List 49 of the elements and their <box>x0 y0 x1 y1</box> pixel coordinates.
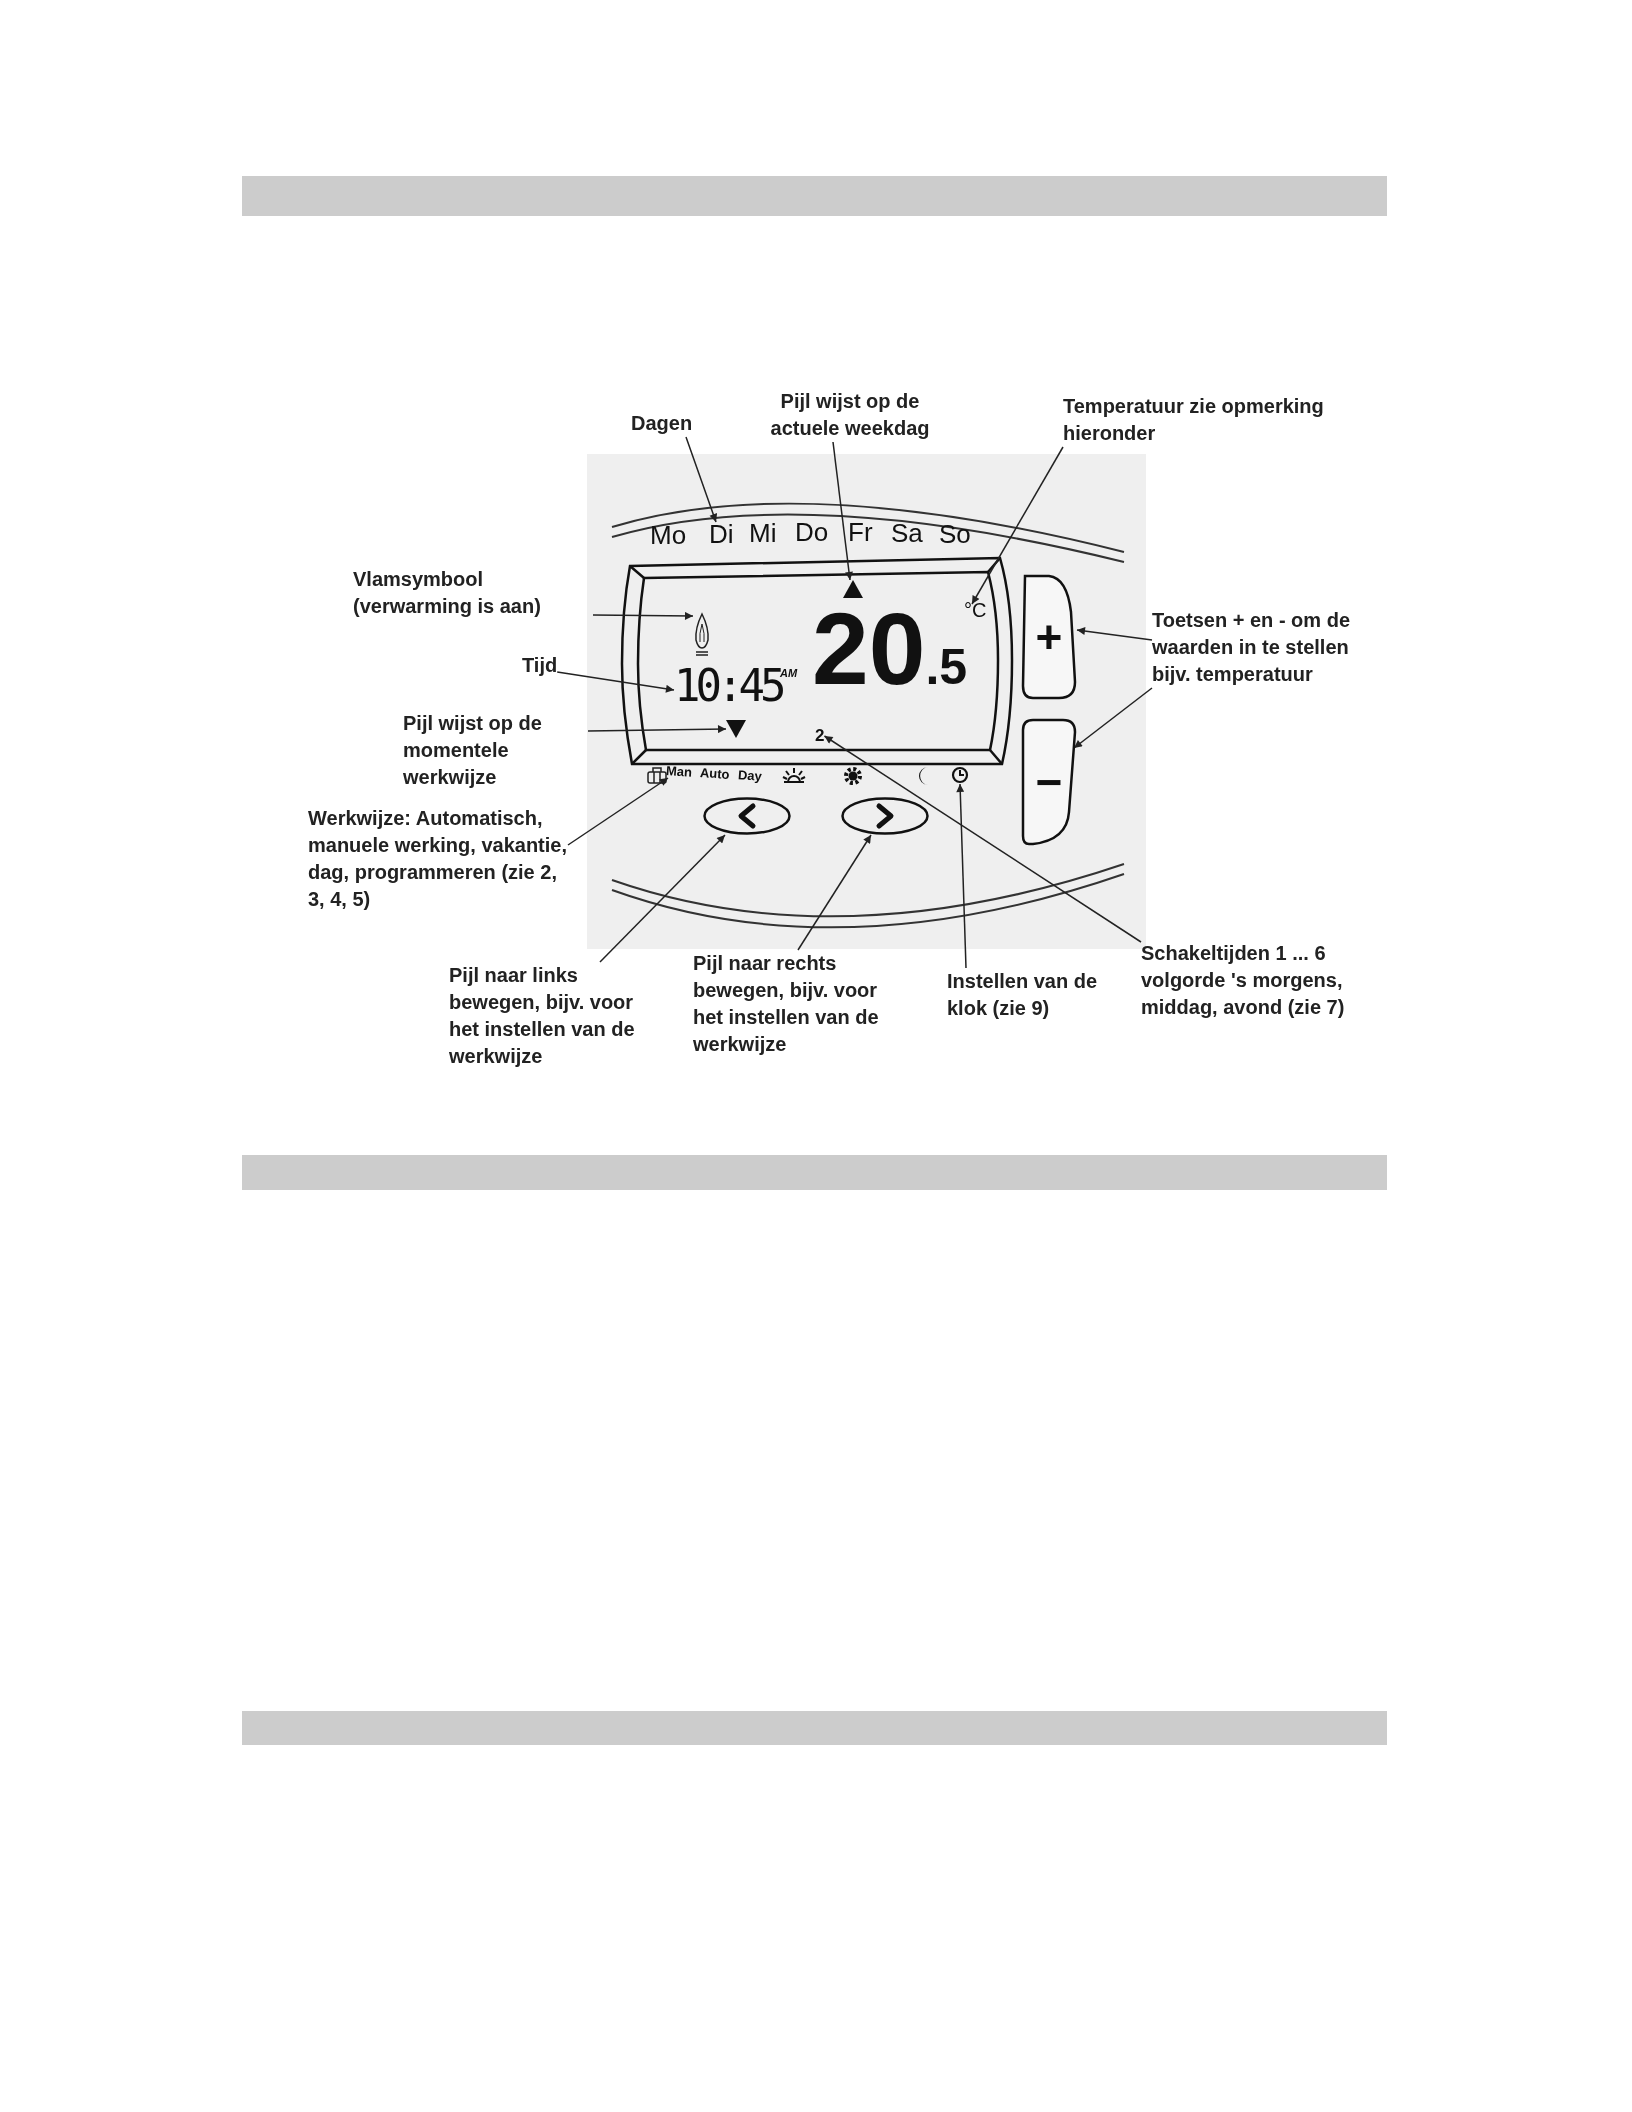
leader-line <box>832 441 853 581</box>
day-label: Di <box>709 521 734 547</box>
plus-button: + <box>1019 572 1079 702</box>
callout-text: Werkwijze: Automatisch, manuele werking, vakantie, dag, programmeren (zie 2, 3, 4, 5) <box>308 805 570 913</box>
section-bar <box>242 176 1387 216</box>
callout-text: Vlamsymbool (verwarming is aan) <box>353 566 593 620</box>
leader-line <box>556 671 675 693</box>
time-readout: 10:45 <box>674 664 782 708</box>
leader-line <box>685 436 718 523</box>
mode-label: Auto <box>699 766 731 781</box>
right-arrow-button <box>841 797 929 835</box>
section-bar <box>242 1155 1387 1190</box>
day-label: Mi <box>749 520 777 546</box>
day-label: Do <box>795 519 829 545</box>
mode-label: Man <box>665 764 693 779</box>
callout-text: Pijl wijst op de momentele werkwijze <box>403 710 588 791</box>
callout-text: Temperatuur zie opmerking hieronder <box>1063 393 1393 447</box>
am-label: AM <box>780 668 798 679</box>
callout-text: Pijl naar rechts bewegen, bijv. voor het instellen van de werkwijze <box>693 950 898 1058</box>
callout-text: Instellen van de klok (zie 9) <box>947 968 1122 1022</box>
leader-line <box>956 783 967 969</box>
switch-time-number: 2 <box>815 727 825 744</box>
callout-text: Schakeltijden 1 ... 6 volgorde 's morgens, middag, avond (zie 7) <box>1141 940 1391 1021</box>
pointer-icon <box>726 720 746 738</box>
day-label: Mo <box>650 522 687 548</box>
flame-icon <box>693 612 711 656</box>
leader-line <box>971 446 1064 605</box>
leader-line <box>592 611 694 620</box>
leader-line <box>599 834 726 963</box>
leader-line <box>1076 627 1153 641</box>
leader-line <box>587 725 727 734</box>
mode-label: Day <box>737 768 763 783</box>
leader-line <box>797 834 872 951</box>
pointer-icon <box>843 580 863 598</box>
minus-button: − <box>1019 716 1079 848</box>
leader-line <box>1073 687 1153 749</box>
callout-text: Toetsen + en - om de waarden in te stellen bijv. temperatuur <box>1152 607 1367 688</box>
clock-icon <box>951 766 969 784</box>
day-label: Sa <box>891 520 923 546</box>
left-arrow-button <box>703 797 791 835</box>
callout-text: Pijl wijst op de actuele weekdag <box>745 388 955 442</box>
section-bar <box>242 1711 1387 1745</box>
day-label: So <box>939 521 971 547</box>
callout-text: Tijd <box>522 652 558 679</box>
callout-text: Dagen <box>631 410 693 437</box>
leader-line <box>823 735 1142 943</box>
callout-text: Pijl naar links bewegen, bijv. voor het instellen van de werkwijze <box>449 962 654 1070</box>
day-label: Fr <box>848 519 873 545</box>
leader-line <box>567 777 669 846</box>
